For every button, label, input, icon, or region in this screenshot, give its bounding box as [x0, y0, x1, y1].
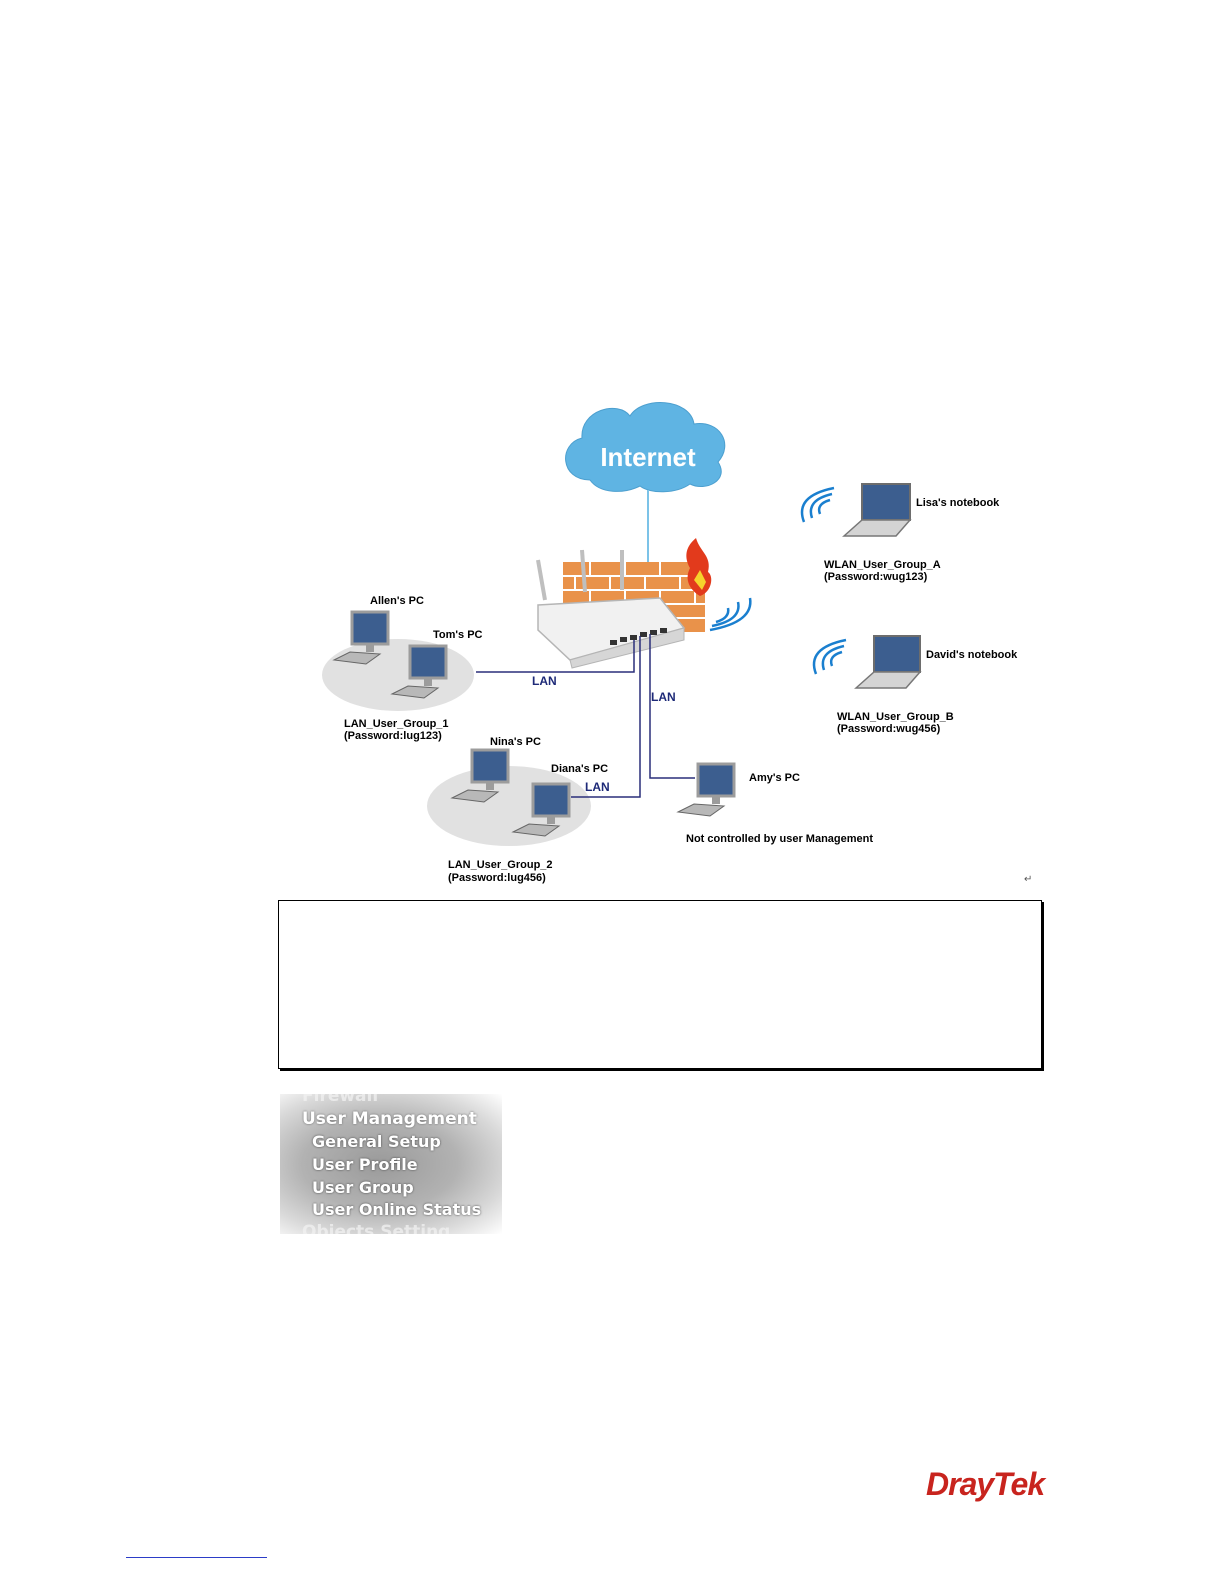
nina-pc-icon	[450, 748, 510, 803]
diana-name: Diana's PC	[551, 763, 608, 775]
lisa-password: (Password:wug123)	[824, 571, 928, 583]
group1-password: (Password:lug123)	[344, 730, 442, 742]
menu-item-user-group[interactable]: User Group	[312, 1178, 414, 1197]
draytek-logo: DrayTek	[926, 1466, 1045, 1502]
tom-name: Tom's PC	[433, 629, 483, 641]
amy-pc-icon	[676, 762, 736, 817]
note-box	[278, 900, 1042, 1069]
david-group: WLAN_User_Group_B	[837, 711, 954, 723]
group1-platform	[322, 639, 474, 711]
router-icon	[536, 549, 686, 669]
amy-name: Amy's PC	[749, 772, 800, 784]
allen-pc-icon	[332, 610, 390, 665]
return-mark: ↵	[1024, 874, 1032, 885]
footer-link-underline	[126, 1557, 267, 1558]
menu-item-user-online-status[interactable]: User Online Status	[312, 1200, 482, 1219]
david-wifi-icon	[812, 638, 847, 675]
group2-label: LAN_User_Group_2	[448, 859, 553, 871]
diana-pc-icon	[511, 782, 571, 837]
nina-name: Nina's PC	[490, 736, 541, 748]
david-name: David's notebook	[926, 649, 1018, 661]
internet-label: Internet	[600, 442, 696, 472]
lisa-group: WLAN_User_Group_A	[824, 559, 941, 571]
router-wifi-icon	[709, 597, 752, 632]
lan-label-3: LAN	[585, 780, 610, 794]
lan-links	[476, 634, 695, 798]
allen-name: Allen's PC	[370, 595, 424, 607]
menu-title[interactable]: User Management	[302, 1109, 477, 1129]
tom-pc-icon	[390, 644, 448, 699]
amy-note: Not controlled by user Management	[686, 833, 873, 845]
menu-item-general-setup[interactable]: General Setup	[312, 1132, 441, 1151]
lan-label-2: LAN	[651, 690, 676, 704]
internet-cloud-icon: Internet	[565, 402, 726, 493]
david-laptop-icon	[854, 635, 922, 689]
david-password: (Password:wug456)	[837, 723, 941, 735]
group1-label: LAN_User_Group_1	[344, 718, 449, 730]
menu-cut-item-bottom: Objects Setting	[302, 1222, 451, 1234]
network-diagram: Internet LAN LAN LAN	[322, 402, 1032, 885]
lisa-laptop-icon	[842, 483, 912, 537]
menu-cut-item-top: Firewall	[302, 1094, 379, 1106]
lisa-wifi-icon	[800, 486, 835, 523]
group2-password: (Password:lug456)	[448, 872, 546, 884]
lisa-name: Lisa's notebook	[916, 497, 1000, 509]
user-management-menu: Firewall User Management General Setup U…	[280, 1094, 502, 1234]
menu-item-user-profile[interactable]: User Profile	[312, 1155, 418, 1174]
lan-label-1: LAN	[532, 674, 557, 688]
